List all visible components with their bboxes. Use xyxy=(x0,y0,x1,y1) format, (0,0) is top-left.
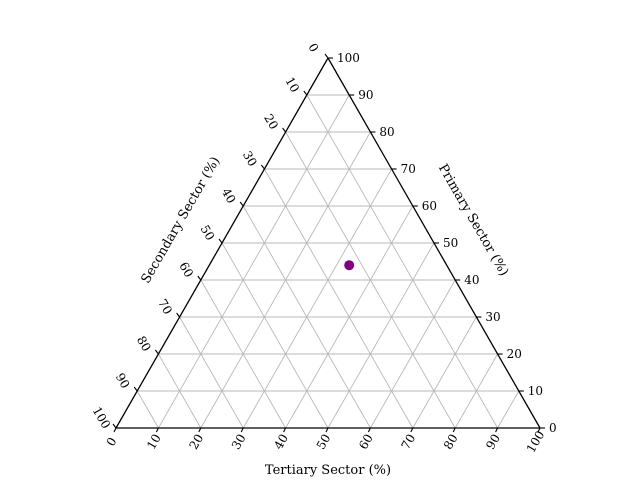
secondary-tick-label: 90 xyxy=(113,371,133,391)
primary-tick-label: 30 xyxy=(485,310,500,324)
secondary-tick-0 xyxy=(324,53,329,59)
tertiary-tick-label: 80 xyxy=(441,432,461,452)
tertiary-tick-label: 20 xyxy=(186,432,206,452)
primary-tick-label: 20 xyxy=(507,347,522,361)
data-points xyxy=(344,260,355,271)
secondary-tick-label: 70 xyxy=(155,297,175,317)
grid-line-tertiary-50 xyxy=(327,242,435,429)
data-point-0 xyxy=(344,260,355,271)
tertiary-tick-80 xyxy=(452,427,456,433)
secondary-tick-40 xyxy=(239,201,244,207)
tertiary-tick-20 xyxy=(198,427,202,433)
tertiary-tick-label: 40 xyxy=(271,432,291,452)
secondary-tick-label: 30 xyxy=(240,149,260,169)
grid-line-tertiary-80 xyxy=(454,353,498,429)
secondary-tick-label: 100 xyxy=(90,404,114,431)
secondary-tick-label: 50 xyxy=(198,223,218,243)
primary-tick-label: 50 xyxy=(443,236,458,250)
secondary-tick-70 xyxy=(176,312,181,318)
tertiary-tick-label: 0 xyxy=(104,435,120,449)
tertiary-tick-label: 90 xyxy=(483,432,503,452)
grid-line-secondary-50 xyxy=(221,242,329,429)
grid-lines xyxy=(136,94,520,429)
primary-tick-label: 60 xyxy=(422,199,437,213)
secondary-tick-60 xyxy=(197,275,202,281)
grid-line-secondary-90 xyxy=(136,390,159,429)
secondary-tick-30 xyxy=(260,164,265,170)
tertiary-axis-title: Tertiary Sector (%) xyxy=(265,463,391,478)
tertiary-tick-label: 10 xyxy=(144,432,164,452)
tertiary-tick-30 xyxy=(240,427,244,433)
primary-tick-label: 90 xyxy=(358,88,373,102)
secondary-tick-100 xyxy=(112,423,117,429)
secondary-tick-label: 10 xyxy=(282,75,302,95)
grid-line-secondary-80 xyxy=(158,353,202,429)
secondary-tick-90 xyxy=(133,386,138,392)
tertiary-tick-100 xyxy=(537,427,541,433)
secondary-tick-10 xyxy=(303,90,308,96)
secondary-tick-label: 60 xyxy=(176,260,196,280)
axis-ticks xyxy=(112,53,545,433)
primary-tick-label: 0 xyxy=(549,421,557,435)
primary-tick-label: 40 xyxy=(464,273,479,287)
secondary-tick-label: 0 xyxy=(305,41,321,55)
secondary-tick-20 xyxy=(282,127,287,133)
secondary-tick-label: 20 xyxy=(261,112,281,132)
grid-line-tertiary-30 xyxy=(242,168,392,429)
tertiary-tick-label: 30 xyxy=(229,432,249,452)
tertiary-tick-label: 50 xyxy=(314,432,334,452)
grid-line-tertiary-10 xyxy=(158,94,350,429)
grid-line-secondary-10 xyxy=(306,94,498,429)
primary-tick-label: 10 xyxy=(528,384,543,398)
tertiary-tick-label: 60 xyxy=(356,432,376,452)
secondary-tick-80 xyxy=(154,349,159,355)
tertiary-tick-label: 100 xyxy=(524,428,548,455)
grid-line-tertiary-70 xyxy=(412,316,477,429)
secondary-tick-label: 80 xyxy=(134,334,154,354)
tertiary-tick-70 xyxy=(410,427,414,433)
tertiary-tick-90 xyxy=(495,427,499,433)
primary-tick-label: 70 xyxy=(401,162,416,176)
tertiary-tick-label: 70 xyxy=(398,432,418,452)
grid-line-secondary-30 xyxy=(264,168,414,429)
primary-axis-title: Primary Sector (%) xyxy=(435,162,511,279)
grid-line-secondary-70 xyxy=(179,316,244,429)
grid-line-tertiary-60 xyxy=(370,279,456,429)
grid-line-secondary-60 xyxy=(200,279,286,429)
tertiary-tick-0 xyxy=(113,427,117,433)
tick-labels: 0102030405060708090100010203040506070809… xyxy=(90,41,557,455)
tertiary-tick-40 xyxy=(283,427,287,433)
primary-tick-label: 80 xyxy=(379,125,394,139)
tertiary-tick-60 xyxy=(367,427,371,433)
secondary-tick-label: 40 xyxy=(219,186,239,206)
secondary-tick-50 xyxy=(218,238,223,244)
tertiary-tick-10 xyxy=(155,427,159,433)
primary-tick-label: 100 xyxy=(337,51,360,65)
tertiary-tick-50 xyxy=(325,427,329,433)
grid-line-tertiary-90 xyxy=(497,390,520,429)
